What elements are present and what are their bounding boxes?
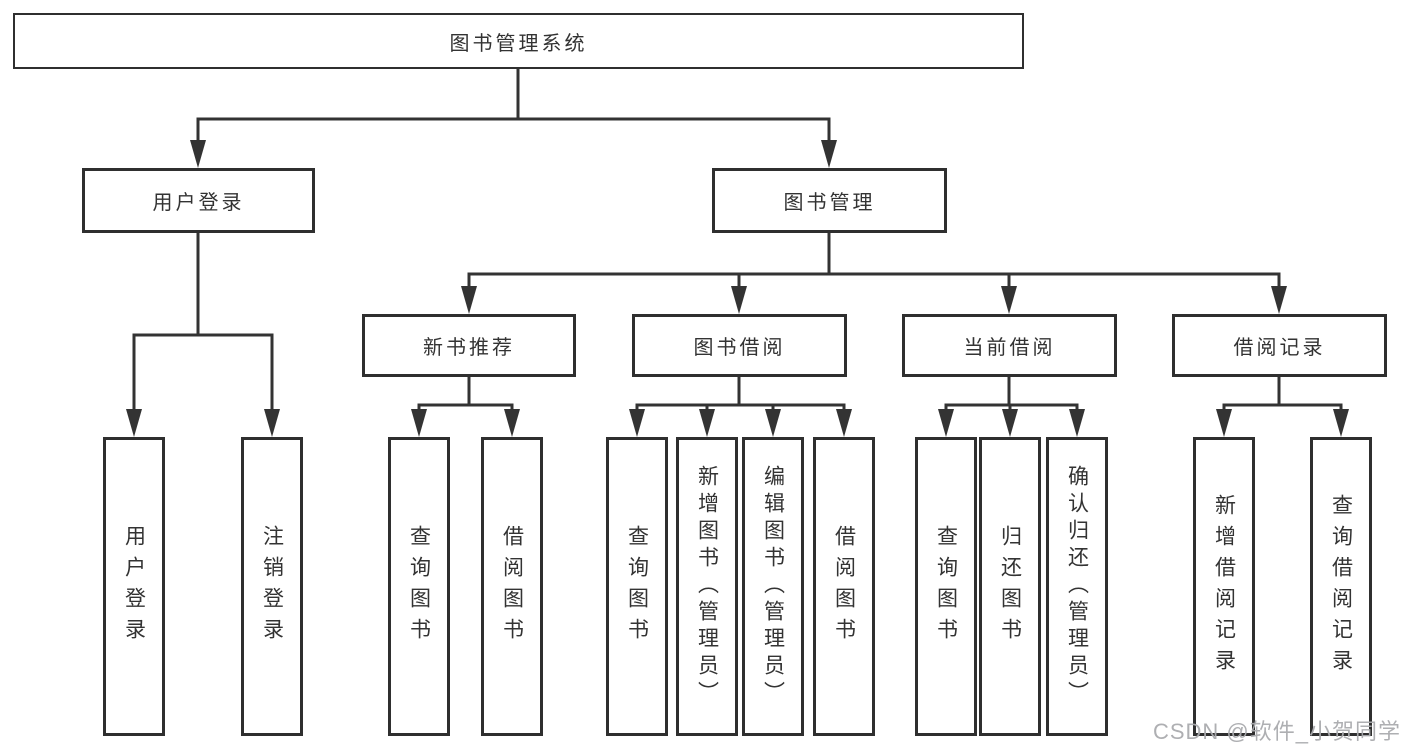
edge-mgmt-to-level3 (467, 233, 1281, 289)
node-library-management-system: 图书管理系统 (13, 13, 1024, 69)
leaf-borrow-books-newbook: 借阅图书 (481, 437, 543, 736)
leaf-query-borrow-record: 查询借阅记录 (1310, 437, 1372, 736)
leaf-borrow-books-borrowing: 借阅图书 (813, 437, 875, 736)
node-label: 归还图书 (998, 524, 1022, 649)
node-label: 借阅图书 (832, 524, 856, 649)
csdn-watermark: CSDN @软件_小贺同学 (1152, 719, 1401, 744)
node-label: 查询图书 (625, 524, 649, 649)
node-label: 借阅图书 (500, 524, 524, 649)
node-borrowing-records: 借阅记录 (1172, 314, 1387, 377)
node-label: 注销登录 (260, 524, 284, 649)
edge-root-to-level2 (196, 69, 831, 142)
node-label: 查询图书 (934, 524, 958, 649)
node-label: 查询借阅记录 (1329, 493, 1353, 680)
arrowheads (126, 140, 1349, 437)
leaf-add-books-admin: 新增图书（管理员） (676, 437, 738, 736)
node-label: 新增图书（管理员） (695, 465, 719, 708)
node-label: 用户登录 (122, 524, 146, 649)
leaf-query-books-current: 查询图书 (915, 437, 977, 736)
leaf-query-books-newbook: 查询图书 (388, 437, 450, 736)
node-label: 编辑图书（管理员） (761, 465, 785, 708)
edge-borrowing-to-leaves (635, 377, 846, 411)
leaf-confirm-return-admin: 确认归还（管理员） (1046, 437, 1108, 736)
leaf-query-books-borrowing: 查询图书 (606, 437, 668, 736)
leaf-add-borrow-record: 新增借阅记录 (1193, 437, 1255, 736)
node-label: 新书推荐 (423, 337, 515, 359)
node-new-book-recommendation: 新书推荐 (362, 314, 576, 377)
edge-newbook-to-leaves (417, 377, 514, 411)
node-label: 图书借阅 (693, 337, 786, 359)
edge-current-to-leaves (944, 377, 1079, 411)
node-label: 图书管理系统 (449, 32, 588, 55)
node-book-borrowing: 图书借阅 (632, 314, 847, 377)
node-label: 确认归还（管理员） (1065, 465, 1089, 708)
node-user-login: 用户登录 (82, 168, 315, 233)
node-book-management: 图书管理 (712, 168, 947, 233)
leaf-edit-books-admin: 编辑图书（管理员） (742, 437, 804, 736)
node-label: 当前借阅 (963, 337, 1056, 359)
node-label: 图书管理 (783, 192, 876, 214)
node-current-borrowing: 当前借阅 (902, 314, 1117, 377)
leaf-logout: 注销登录 (241, 437, 303, 736)
leaf-user-login: 用户登录 (103, 437, 165, 736)
leaf-return-books: 归还图书 (979, 437, 1041, 736)
edge-records-to-leaves (1222, 377, 1343, 411)
node-label: 借阅记录 (1233, 337, 1326, 359)
node-label: 新增借阅记录 (1212, 493, 1236, 680)
node-label: 用户登录 (152, 192, 245, 214)
node-label: 查询图书 (407, 524, 431, 649)
edge-login-to-leaves (132, 233, 274, 411)
